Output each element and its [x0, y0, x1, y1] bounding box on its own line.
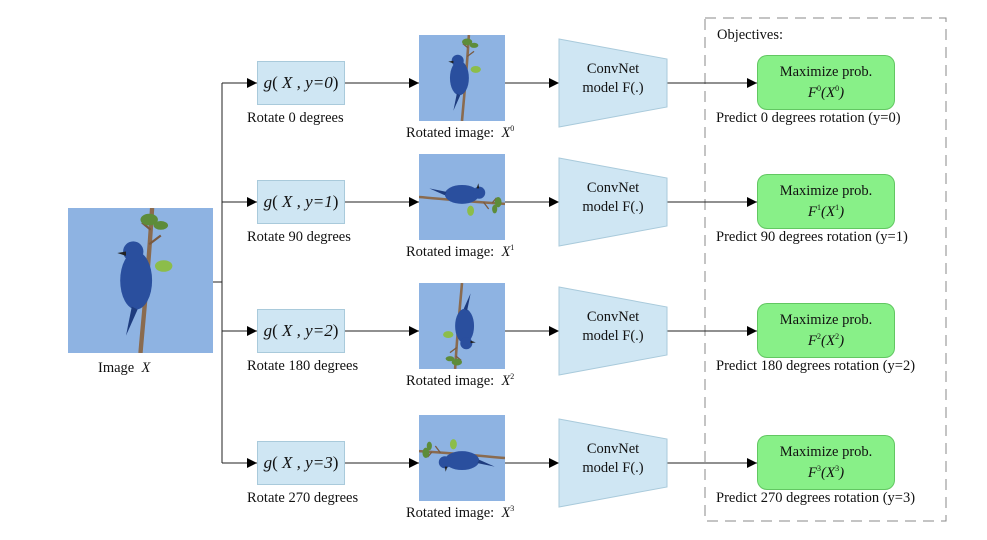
- rotated-image-caption: Rotated image: X2: [406, 372, 515, 389]
- convnet-label: ConvNet model F(.): [559, 179, 667, 217]
- objective-formula: F0(X0): [807, 84, 845, 101]
- convnet-trapezoid: [558, 157, 668, 247]
- convnet-trapezoid: [558, 286, 668, 376]
- flow-arrows: [222, 78, 757, 468]
- predict-label: Predict 0 degrees rotation (y=0): [716, 110, 901, 126]
- objective-box: Maximize prob. F3(X3): [757, 435, 895, 490]
- transform-box: g( X , y=2): [257, 309, 345, 353]
- rotate-label: Rotate 270 degrees: [247, 490, 359, 506]
- convnet-line-1: ConvNet: [586, 180, 640, 196]
- rotated-bird-photo-icon: [419, 35, 505, 121]
- convnet-line-2: model F(.): [582, 328, 644, 344]
- objective-line-1: Maximize prob.: [779, 312, 873, 328]
- convnet-label: ConvNet model F(.): [559, 308, 667, 346]
- rotated-bird-photo-icon: [419, 283, 505, 369]
- rotated-image-caption: Rotated image: X0: [406, 124, 515, 141]
- rotated-image-caption: Rotated image: X3: [406, 504, 515, 521]
- objective-formula: F3(X3): [807, 464, 845, 481]
- convnet-line-2: model F(.): [582, 460, 644, 476]
- rotated-image-caption: Rotated image: X1: [406, 243, 515, 260]
- transform-box: g( X , y=3): [257, 441, 345, 485]
- convnet-trapezoid: [558, 418, 668, 508]
- rotated-bird-photo-icon: [419, 415, 505, 501]
- predict-label: Predict 180 degrees rotation (y=2): [716, 358, 916, 374]
- convnet-label: ConvNet model F(.): [559, 440, 667, 478]
- predict-label: Predict 90 degrees rotation (y=1): [716, 229, 908, 245]
- convnet-line-2: model F(.): [582, 80, 644, 96]
- objective-line-1: Maximize prob.: [779, 183, 873, 199]
- rotated-bird-photo-icon: [419, 154, 505, 240]
- objective-box: Maximize prob. F1(X1): [757, 174, 895, 229]
- convnet-shapes: [558, 38, 668, 508]
- convnet-line-1: ConvNet: [586, 61, 640, 77]
- objective-box: Maximize prob. F0(X0): [757, 55, 895, 110]
- predict-label: Predict 270 degrees rotation (y=3): [716, 490, 916, 506]
- rotated-image: [419, 35, 505, 121]
- transform-box: g( X , y=1): [257, 180, 345, 224]
- objective-line-1: Maximize prob.: [779, 444, 873, 460]
- objectives-title: Objectives:: [717, 27, 784, 43]
- convnet-line-2: model F(.): [582, 199, 644, 215]
- convnet-line-1: ConvNet: [586, 309, 640, 325]
- branch-connectors: [213, 83, 223, 463]
- input-image-caption: Image X: [98, 360, 151, 376]
- input-image: [68, 208, 213, 353]
- bird-photo-icon: [68, 208, 213, 353]
- rotated-image: [419, 154, 505, 240]
- rotated-image: [419, 283, 505, 369]
- rotate-label: Rotate 0 degrees: [247, 110, 344, 126]
- objective-box: Maximize prob. F2(X2): [757, 303, 895, 358]
- objectives-panel: [704, 17, 947, 522]
- objective-formula: F2(X2): [807, 332, 845, 349]
- convnet-line-1: ConvNet: [586, 441, 640, 457]
- rotate-label: Rotate 180 degrees: [247, 358, 359, 374]
- convnet-label: ConvNet model F(.): [559, 60, 667, 98]
- transform-box: g( X , y=0): [257, 61, 345, 105]
- objective-line-1: Maximize prob.: [779, 64, 873, 80]
- rotated-image: [419, 415, 505, 501]
- convnet-trapezoid: [558, 38, 668, 128]
- objective-formula: F1(X1): [807, 203, 845, 220]
- rotate-label: Rotate 90 degrees: [247, 229, 351, 245]
